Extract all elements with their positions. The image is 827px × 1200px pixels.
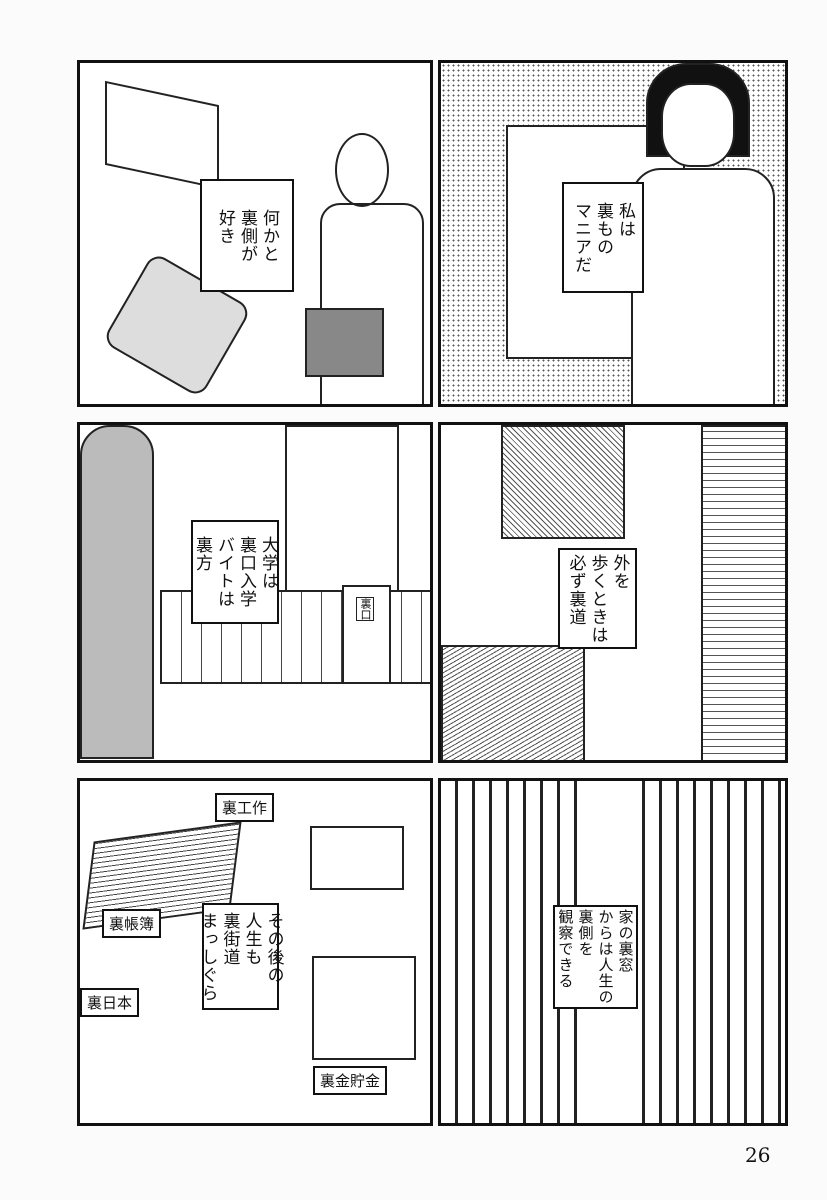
panel-4: 外を歩くときは必ず裏道	[438, 422, 788, 763]
caption-line: 何かと	[259, 208, 279, 263]
panel-2: 私は裏ものマニアだ	[438, 60, 788, 407]
caption-line: 大学は	[258, 536, 278, 590]
caption-line: 裏側が	[237, 208, 257, 263]
back-door-illustration: 裏口	[342, 585, 391, 684]
caption-line: 外を	[609, 553, 630, 590]
man-head-illustration	[335, 133, 389, 207]
caption-line: まっしぐら	[197, 911, 218, 1002]
panel-1: 何かと裏側が好き	[77, 60, 433, 407]
caption-line: マニアだ	[571, 201, 591, 274]
girl-face-illustration	[661, 83, 735, 167]
caption-line: 必ず裏道	[565, 553, 586, 626]
rooftop-illustration	[501, 425, 625, 539]
girl-body-illustration	[631, 168, 775, 404]
caption-box: 私は裏ものマニアだ	[562, 182, 644, 293]
caption-line: 裏側を	[576, 909, 595, 957]
caption-line: 観察できる	[556, 909, 575, 989]
caption-box: その後の人生も裏街道まっしぐら	[198, 903, 284, 1010]
caption-line: 裏街道	[219, 911, 240, 966]
label-ura-nihon: 裏日本	[80, 988, 140, 1017]
caption-box: 外を歩くときは必ず裏道	[558, 548, 637, 649]
caption-line: 裏もの	[593, 201, 613, 256]
page-number: 26	[745, 1143, 771, 1167]
desk-illustration	[105, 80, 219, 190]
panel-6: 家の裏窓からは人生の裏側を観察できる	[438, 778, 788, 1126]
rooftop-illustration	[441, 645, 585, 760]
label-ura-kousaku: 裏工作	[215, 793, 275, 822]
caption-line: 家の裏窓	[616, 909, 635, 973]
caption-line: 裏方	[192, 536, 212, 572]
tv-illustration	[305, 308, 384, 377]
caption-line: 私は	[615, 201, 635, 238]
building-illustration	[285, 425, 399, 599]
box-illustration	[310, 826, 404, 890]
caption-line: からは人生の	[596, 909, 615, 1005]
caption-line: その後の	[263, 911, 284, 984]
caption-box: 家の裏窓からは人生の裏側を観察できる	[553, 905, 638, 1009]
caption-line: バイトは	[214, 536, 234, 608]
door-sign: 裏口	[356, 597, 374, 621]
caption-box: 大学は裏口入学バイトは裏方	[191, 520, 279, 624]
worker-girl-illustration	[80, 425, 154, 759]
man-suit-illustration	[320, 203, 424, 404]
label-ura-kin-chokin: 裏金貯金	[313, 1066, 388, 1095]
panel-5: 裏工作 裏帳簿 裏日本 裏金貯金 その後の人生も裏街道まっしぐら	[77, 778, 433, 1126]
panel-3: 裏口 大学は裏口入学バイトは裏方	[77, 422, 433, 763]
label-ura-choubo: 裏帳簿	[102, 909, 162, 938]
caption-line: 歩くときは	[587, 553, 608, 644]
safe-illustration	[312, 956, 416, 1060]
caption-box: 何かと裏側が好き	[200, 179, 294, 292]
caption-line: 好き	[215, 208, 235, 245]
apartment-illustration	[701, 425, 785, 760]
caption-line: 人生も	[241, 911, 262, 966]
caption-line: 裏口入学	[236, 536, 256, 608]
